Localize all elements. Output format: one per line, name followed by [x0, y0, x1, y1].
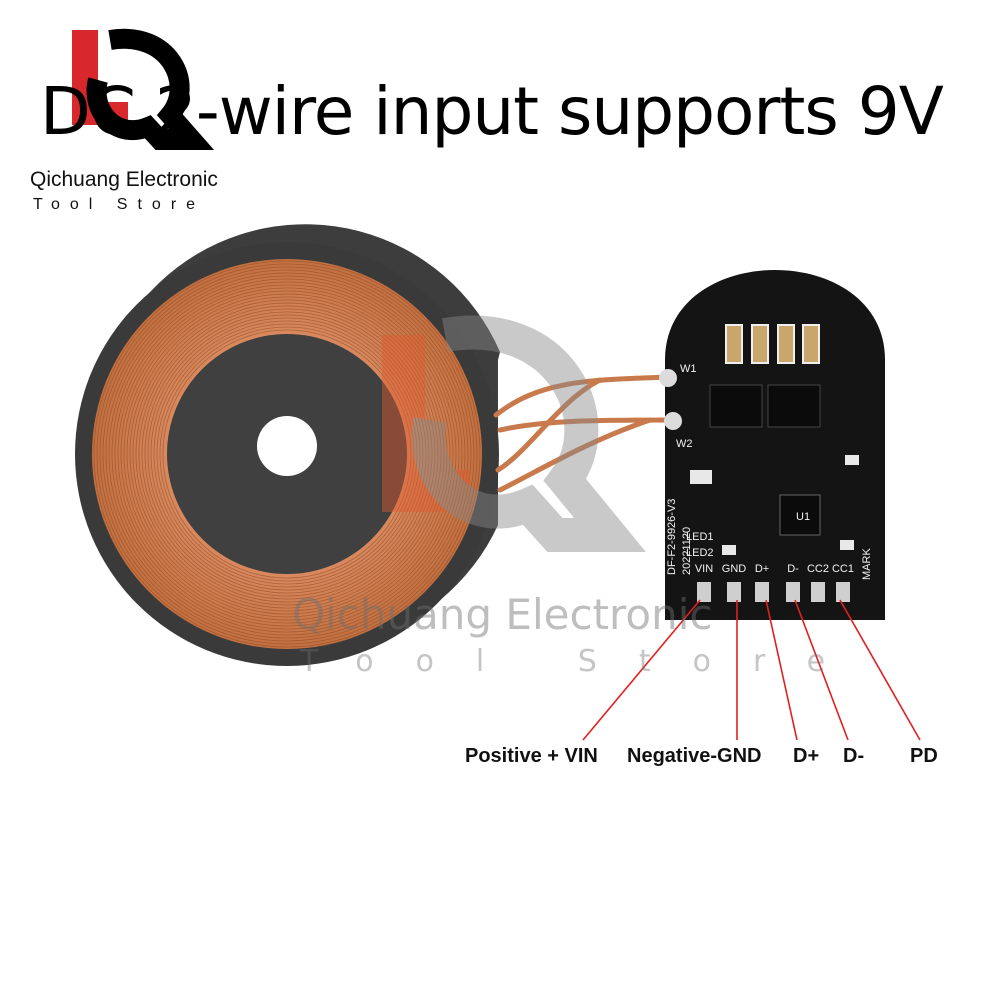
leader-line-dplus	[765, 599, 798, 741]
silk-pad-label: VIN	[695, 563, 713, 575]
pin-label-gnd: Negative-GND	[627, 745, 762, 767]
silk-pad-label: D-	[787, 563, 799, 575]
silk-pad-label: CC2	[807, 563, 829, 575]
pad-cc1	[836, 582, 850, 602]
silk-model: DF-F2-9926-V3	[666, 499, 678, 575]
silk-date: 20221120	[681, 527, 693, 575]
pad-vin	[697, 582, 711, 602]
silk-pad-label: CC1	[832, 563, 854, 575]
leader-lines	[582, 599, 921, 741]
center-hole	[257, 416, 317, 476]
leader-line-dminus	[794, 599, 849, 741]
watermark-logo	[382, 315, 646, 552]
silk-led2: LED2	[686, 547, 714, 559]
silk-pad-label: GND	[722, 563, 747, 575]
leader-line-pd	[839, 599, 921, 741]
pcb-board: W1 W2 U1 LED1 LED2 MARK DF-F2-9926-V3 20…	[659, 270, 885, 620]
leader-line-vin	[582, 599, 701, 741]
silk-w1: W1	[680, 363, 697, 375]
pin-label-dplus: D+	[793, 745, 820, 767]
copper-coil	[92, 259, 482, 649]
silk-mark: MARK	[861, 548, 873, 580]
page-title: DC 2-wire input supports 9V	[40, 73, 944, 150]
brand-name: Qichuang Electronic	[30, 168, 218, 191]
pin-label-dminus: D-	[843, 745, 865, 767]
pin-label-pd: PD	[910, 745, 938, 767]
watermark-name: Qichuang Electronic	[292, 590, 713, 639]
brand-tagline: Tool Store	[33, 196, 206, 213]
silk-led1: LED1	[686, 531, 714, 543]
pin-label-vin: Positive + VIN	[465, 745, 598, 767]
pad-cc2	[811, 582, 825, 602]
lq-logo	[72, 28, 215, 150]
pad-dminus	[786, 582, 800, 602]
coil-lead-wires	[493, 374, 675, 493]
pad-dplus	[755, 582, 769, 602]
watermark-tagline: Tool Store	[300, 644, 868, 679]
silk-pad-label: D+	[755, 563, 769, 575]
silk-u1: U1	[796, 511, 810, 523]
silk-w2: W2	[676, 438, 693, 450]
pad-gnd	[727, 582, 741, 602]
